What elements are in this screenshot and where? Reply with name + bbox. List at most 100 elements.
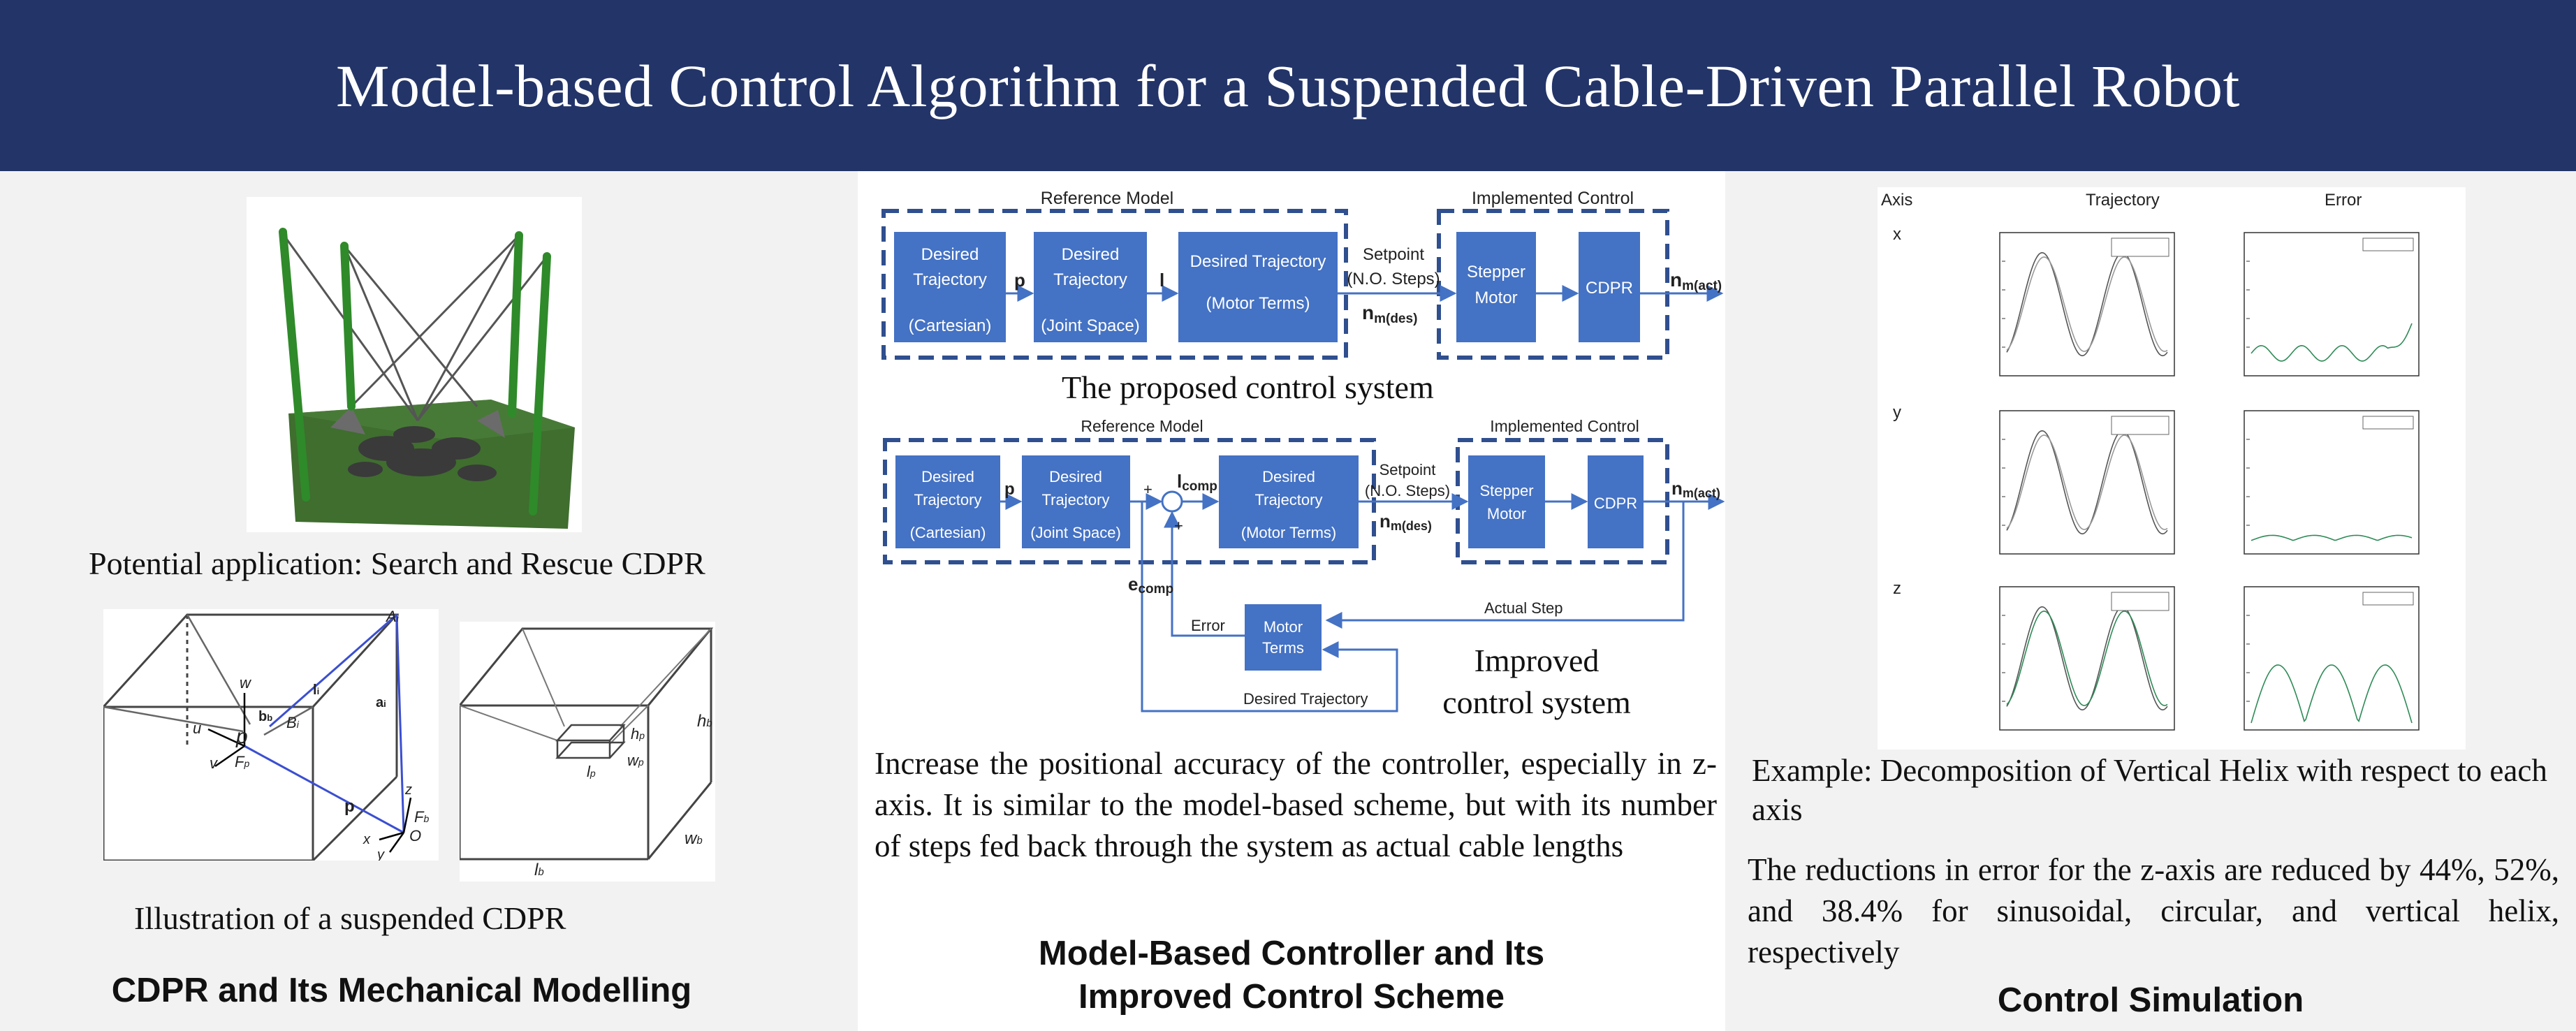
d2-impl-control-label: Implemented Control [1490, 417, 1639, 435]
svg-text:Trajectory: Trajectory [1255, 491, 1323, 509]
label-x: x [363, 832, 371, 847]
d2-block-cdpr [1588, 455, 1644, 548]
poster-header: Model-based Control Algorithm for a Susp… [0, 0, 2576, 171]
svg-text:Motor: Motor [1474, 288, 1517, 307]
d2-label-actual-step: Actual Step [1484, 599, 1563, 617]
plot-simulated-line [2006, 256, 2168, 352]
svg-text:CDPR: CDPR [1586, 279, 1633, 298]
label-bp: p [344, 797, 355, 816]
plot-legend-box [2111, 416, 2169, 435]
svg-text:Trajectory: Trajectory [913, 270, 987, 289]
svg-text:Desired: Desired [1262, 468, 1315, 485]
d1-label-p: p [1014, 270, 1025, 291]
d1-block-cdpr [1579, 232, 1640, 342]
d1-label-nm-act: nm(act) [1670, 269, 1722, 293]
plot-frame [2244, 232, 2420, 376]
d2-summing-junction [1161, 490, 1183, 513]
grid-col-error: Error [2325, 191, 2362, 210]
svg-text:Setpoint: Setpoint [1363, 245, 1424, 264]
plot-frame [2244, 410, 2420, 555]
label-Fb: Fb [414, 808, 429, 826]
simulation-plots [1999, 232, 2420, 731]
label-v: v [210, 754, 219, 772]
improved-control-diagram: Reference Model Implemented Control Desi… [883, 417, 1725, 712]
svg-text:(Joint Space): (Joint Space) [1030, 524, 1121, 541]
d2-block-jointspace [1022, 455, 1130, 548]
middle-paragraph: Increase the positional accuracy of the … [874, 746, 1717, 863]
label-p: p [235, 725, 248, 748]
d2-plus-2: + [1174, 517, 1183, 534]
d2-label-desired-trajectory: Desired Trajectory [1243, 690, 1368, 708]
plot-legend-box [2362, 416, 2414, 430]
example-caption: Example: Decomposition of Vertical Helix… [1752, 753, 2547, 827]
right-section-title: Control Simulation [1997, 981, 2304, 1019]
svg-text:Stepper: Stepper [1479, 482, 1533, 499]
label-Bi: Bi [286, 714, 300, 731]
label-hb: hb [697, 712, 712, 731]
label-z: z [404, 782, 412, 798]
d1-ref-model-label: Reference Model [1041, 189, 1173, 208]
robot-caption: Potential application: Search and Rescue… [89, 546, 705, 581]
svg-text:(N.O. Steps): (N.O. Steps) [1347, 270, 1440, 288]
label-ai: ai [376, 695, 386, 710]
right-paragraph: The reductions in error for the z-axis a… [1748, 852, 2559, 970]
d2-label-lcomp: lcomp [1177, 471, 1217, 494]
label-wp: wp [627, 752, 644, 769]
svg-text:(Motor Terms): (Motor Terms) [1206, 294, 1310, 313]
label-O: O [409, 827, 421, 844]
d1-block-motor-terms [1178, 232, 1338, 342]
plot-simulated-line [2006, 434, 2168, 530]
d1-block-jointspace [1034, 232, 1147, 342]
plot-legend-box [2362, 237, 2414, 251]
d2-label-ecomp: ecomp [1128, 573, 1173, 597]
svg-text:Stepper: Stepper [1467, 263, 1525, 281]
svg-text:Desired: Desired [1049, 468, 1102, 485]
grid-col-trajectory: Trajectory [2086, 191, 2160, 210]
svg-text:Setpoint: Setpoint [1380, 461, 1436, 478]
cdpr-dimensions-diagram: hb hp wp lp wb [460, 622, 715, 882]
svg-text:CDPR: CDPR [1594, 495, 1637, 512]
d1-block-stepper [1456, 232, 1536, 342]
d1-impl-control-label: Implemented Control [1472, 189, 1634, 208]
label-hp: hp [631, 725, 645, 743]
svg-text:(N.O. Steps): (N.O. Steps) [1365, 482, 1450, 499]
grid-row-x: x [1893, 225, 1901, 244]
plot-legend-box [2362, 592, 2414, 606]
d2-label-p: p [1004, 480, 1015, 499]
d2-ref-model-label: Reference Model [1081, 417, 1203, 435]
label-lp: lp [587, 763, 596, 780]
plot-frame [2244, 586, 2420, 731]
d2-label-nm-act: nm(act) [1671, 478, 1720, 500]
d1-label-l: l [1159, 270, 1164, 291]
d2-block-motor-terms [1219, 455, 1359, 548]
svg-text:(Joint Space): (Joint Space) [1041, 316, 1139, 335]
svg-text:Trajectory: Trajectory [914, 491, 982, 509]
poster-title: Model-based Control Algorithm for a Susp… [336, 52, 2240, 119]
label-A: Ai [385, 609, 400, 625]
d1-block-cartesian [894, 232, 1006, 342]
plot-desired-line [2006, 606, 2168, 711]
search-rescue-robot-image [247, 197, 582, 532]
plot-legend-box [2111, 237, 2169, 257]
proposed-caption: The proposed control system [1062, 370, 1434, 405]
plot-desired-line [2006, 251, 2168, 357]
d2-label-nm-des: nm(des) [1380, 511, 1432, 533]
grid-col-axis: Axis [1881, 191, 1912, 210]
improved-caption: Improved control system [1442, 643, 1631, 720]
plot-simulated-line [2006, 610, 2168, 706]
svg-text:Trajectory: Trajectory [1042, 491, 1110, 509]
svg-text:(Motor Terms): (Motor Terms) [1241, 524, 1337, 541]
control-simulation-figure-grid: Axis Trajectory Error x y z [1878, 187, 2466, 750]
svg-text:Trajectory: Trajectory [1053, 270, 1127, 289]
cdpr-kinematics-diagram: Ai w u v p Fp bb Bi li ai p z x y O Fb [103, 609, 439, 861]
svg-text:Desired: Desired [1062, 245, 1120, 264]
d2-block-motor-terms-feedback [1245, 604, 1322, 671]
d2-block-cartesian [895, 455, 1000, 548]
label-wb: wb [685, 829, 703, 848]
label-y: y [376, 847, 385, 861]
label-w: w [240, 674, 252, 692]
plot-error-line [2251, 534, 2413, 541]
label-li: li [313, 682, 319, 698]
proposed-control-diagram: Reference Model Implemented Control Desi… [881, 189, 1724, 360]
svg-text:Motor: Motor [1487, 505, 1526, 522]
